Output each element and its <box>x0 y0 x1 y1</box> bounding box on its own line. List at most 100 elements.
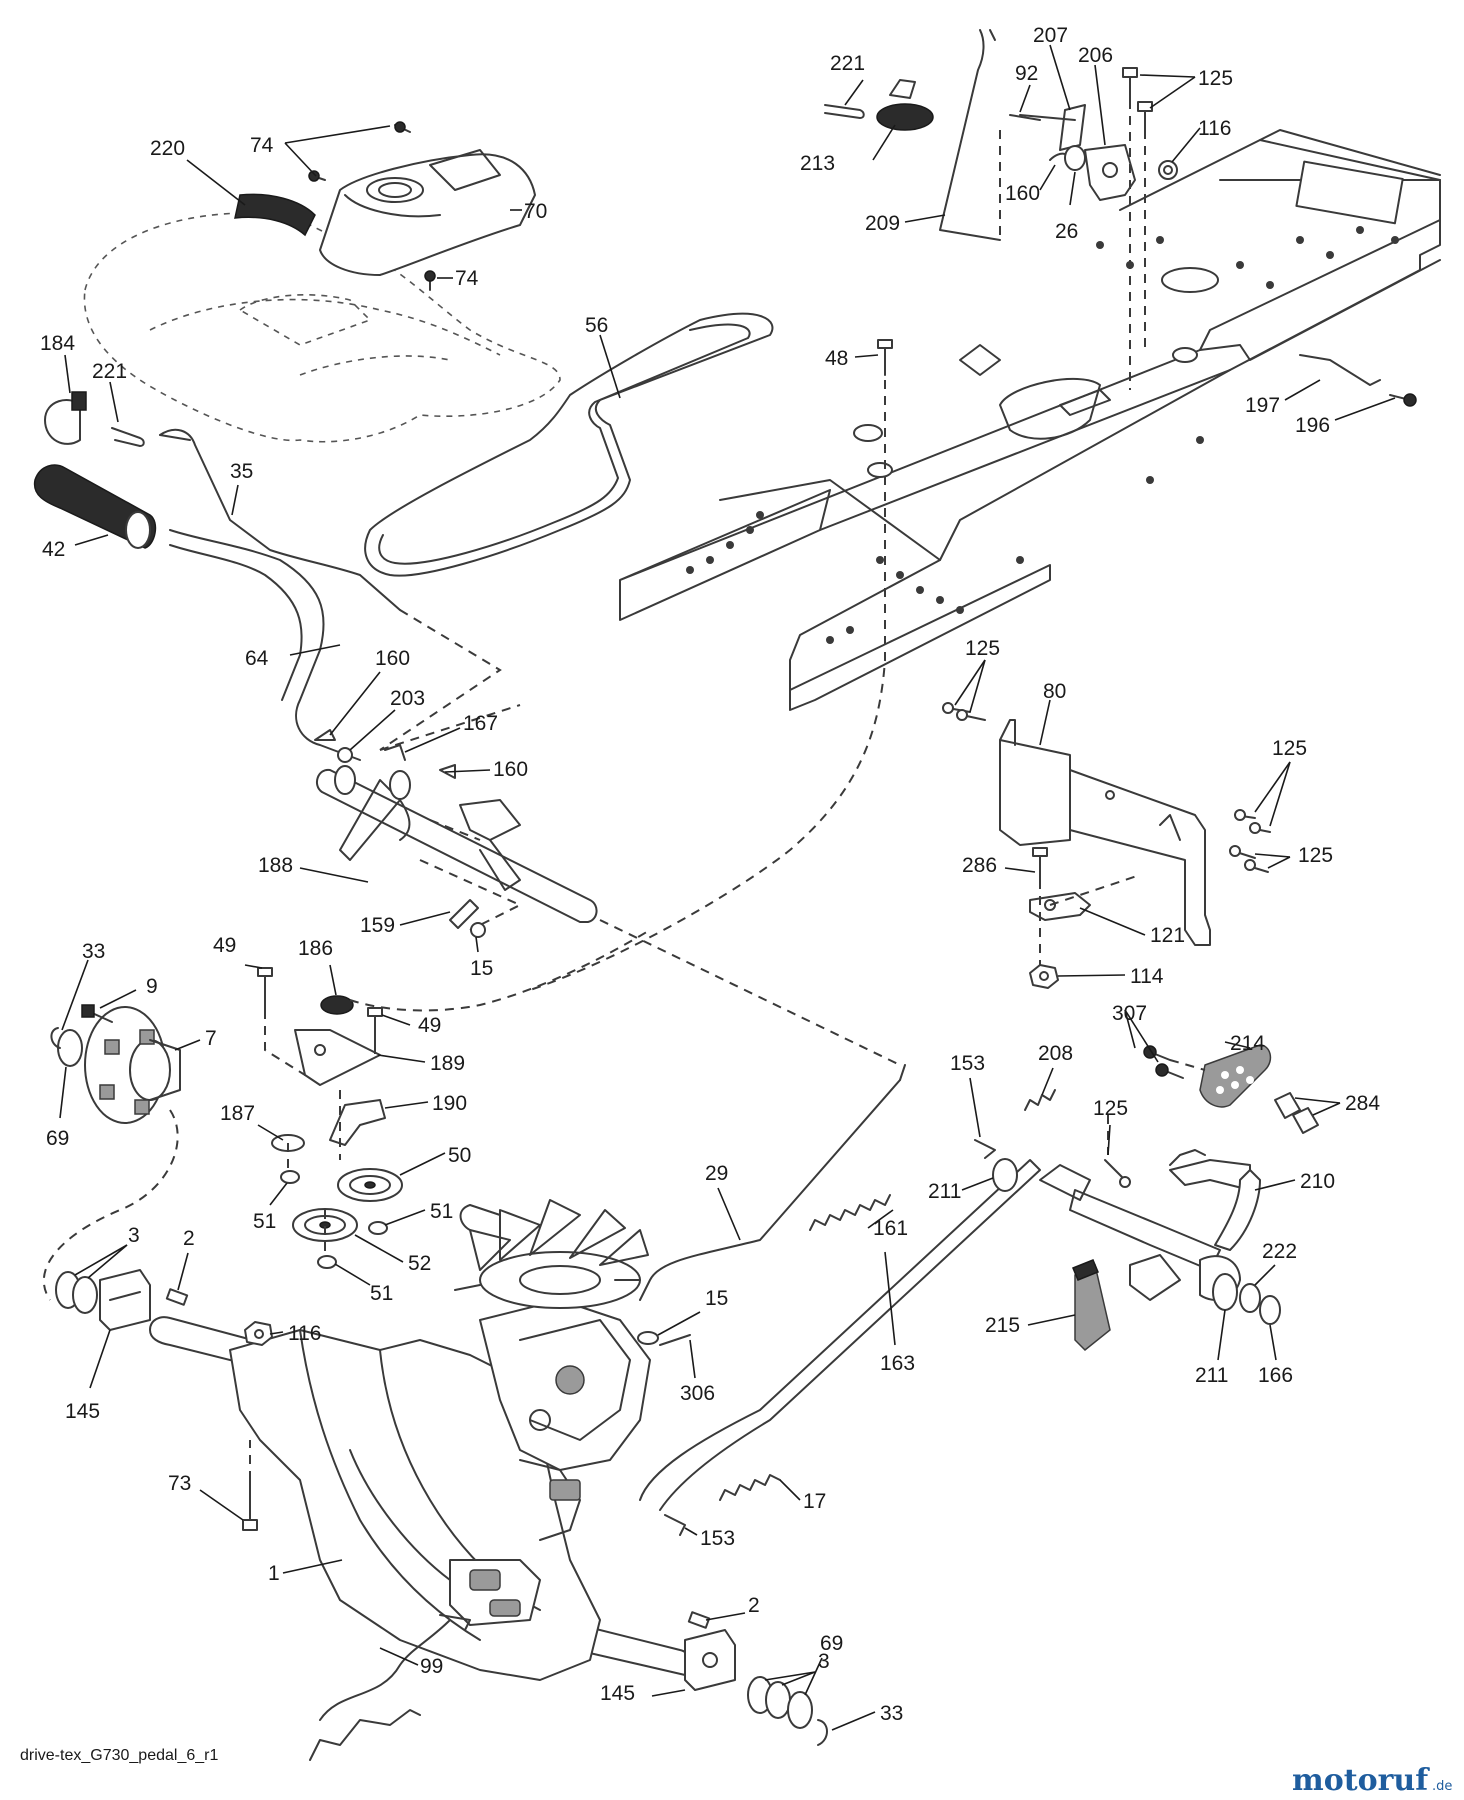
grip-pad <box>234 193 316 237</box>
callout-145a: 145 <box>65 1400 100 1423</box>
callout-186: 186 <box>298 937 333 960</box>
callout-307: 307 <box>1112 1002 1147 1025</box>
bolt-73 <box>242 1479 258 1531</box>
knob-213 <box>876 79 934 131</box>
bracket-145b <box>684 1629 736 1691</box>
transaxle-1 <box>149 1199 693 1681</box>
callout-203: 203 <box>390 687 425 710</box>
washer-69b <box>787 1691 813 1729</box>
washer-26 <box>1064 145 1086 171</box>
hairpin-clip-221b <box>111 427 145 447</box>
nut-51a <box>280 1170 300 1184</box>
washer-222 <box>1239 1283 1261 1313</box>
pedal-215 <box>1072 1259 1111 1352</box>
eclip-33a <box>50 1027 61 1049</box>
callout-125c: 125 <box>1272 737 1307 760</box>
callout-69a: 69 <box>46 1127 69 1150</box>
washer-15b <box>637 1331 659 1345</box>
small-parts-160-203-167 <box>314 729 456 779</box>
console-cover <box>319 149 536 276</box>
bracket-145a <box>99 1269 151 1331</box>
callout-207: 207 <box>1033 24 1068 47</box>
nut-51c <box>317 1255 337 1269</box>
callout-52: 52 <box>408 1252 431 1275</box>
callout-7: 7 <box>205 1027 217 1050</box>
logo-text: motoruf <box>1292 1763 1430 1798</box>
clip-153a <box>974 1139 996 1159</box>
callout-74a: 74 <box>250 134 274 157</box>
callout-215: 215 <box>985 1314 1020 1337</box>
callout-64: 64 <box>245 647 269 670</box>
callout-17: 17 <box>803 1490 826 1513</box>
callout-163: 163 <box>880 1352 915 1375</box>
callout-114: 114 <box>1130 965 1164 988</box>
callout-9: 9 <box>146 975 158 998</box>
callout-116a: 116 <box>1198 117 1231 140</box>
callout-29: 29 <box>705 1162 728 1185</box>
callout-160b: 160 <box>375 647 410 670</box>
callout-208: 208 <box>1038 1042 1073 1065</box>
bolt-286 <box>1032 847 1048 881</box>
callout-2b: 2 <box>748 1594 760 1617</box>
callout-187: 187 <box>220 1102 255 1125</box>
callout-69b: 69 <box>820 1632 843 1655</box>
washer-69a <box>57 1029 83 1067</box>
callout-209: 209 <box>865 212 900 235</box>
clevis-pin-159 <box>449 899 486 938</box>
callout-188: 188 <box>258 854 293 877</box>
callout-15a: 15 <box>470 957 493 980</box>
callout-159: 159 <box>360 914 395 937</box>
callout-51c: 51 <box>370 1282 393 1305</box>
washer-166 <box>1259 1295 1281 1325</box>
washers-3a <box>55 1271 98 1314</box>
callout-213: 213 <box>800 152 835 175</box>
spring-161 <box>809 1194 891 1231</box>
callout-189: 189 <box>430 1052 465 1075</box>
nut-116b <box>244 1321 273 1346</box>
callout-210: 210 <box>1300 1170 1335 1193</box>
callout-197: 197 <box>1245 394 1280 417</box>
callout-125d: 125 <box>1298 844 1333 867</box>
callout-153b: 153 <box>700 1527 735 1550</box>
bolt-125e <box>1104 1159 1131 1188</box>
callout-3b: 3 <box>818 1650 830 1673</box>
bracket-190 <box>329 1099 386 1146</box>
clips-284 <box>1274 1092 1319 1134</box>
key-2a <box>165 1288 189 1306</box>
callout-286: 286 <box>962 854 997 877</box>
shift-lever-64 <box>159 428 401 761</box>
callout-56: 56 <box>585 314 608 337</box>
clip-153b <box>664 1514 686 1536</box>
hub-7 <box>84 1006 181 1124</box>
bracket-207 <box>1019 104 1086 151</box>
bolt-196 <box>1389 393 1417 407</box>
fender-outline <box>83 212 561 443</box>
bracket-121 <box>1029 892 1091 921</box>
screws-307 <box>1143 1045 1184 1079</box>
rod-163 <box>639 1159 1041 1511</box>
callout-190: 190 <box>432 1092 467 1115</box>
callout-166: 166 <box>1258 1364 1293 1387</box>
callout-35: 35 <box>230 460 253 483</box>
callout-221a: 221 <box>830 52 865 75</box>
callout-184: 184 <box>40 332 75 355</box>
callout-92: 92 <box>1015 62 1038 85</box>
nut-114 <box>1029 964 1059 989</box>
callout-306: 306 <box>680 1382 715 1405</box>
pedal-bracket-80 <box>999 719 1211 946</box>
callout-2a: 2 <box>183 1227 195 1250</box>
motoruf-logo: motoruf .de <box>1292 1763 1452 1798</box>
bracket-206 <box>1084 144 1136 201</box>
callout-206: 206 <box>1078 44 1113 67</box>
bolts-125bcd <box>942 702 1271 873</box>
callout-51b: 51 <box>430 1200 453 1223</box>
callout-145b: 145 <box>600 1682 635 1705</box>
callout-125b: 125 <box>965 637 1000 660</box>
pulley-50 <box>337 1168 403 1202</box>
callout-211a: 211 <box>928 1180 961 1203</box>
wire-99 <box>309 1614 471 1761</box>
callout-121: 121 <box>1150 924 1185 947</box>
callout-49a: 49 <box>213 934 236 957</box>
callout-211b: 211 <box>1195 1364 1228 1387</box>
